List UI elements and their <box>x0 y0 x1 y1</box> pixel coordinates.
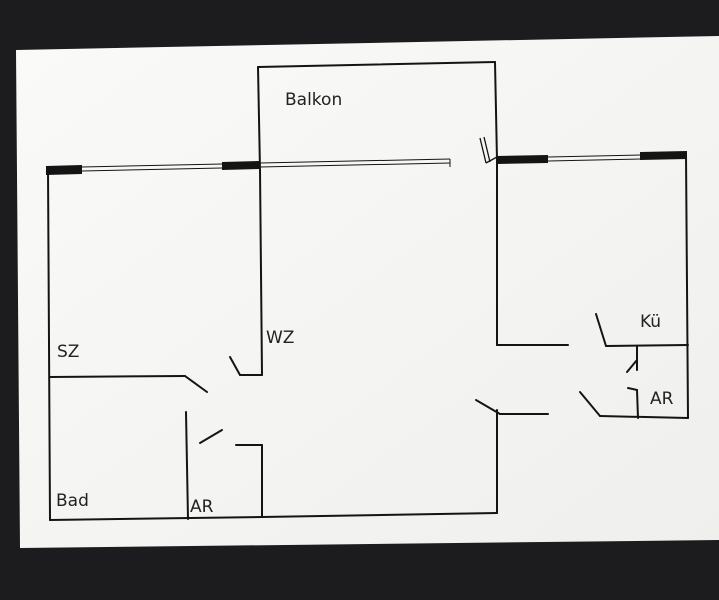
room-label-ar-right: AR <box>650 389 674 409</box>
windows <box>81 154 641 172</box>
room-label-sz: SZ <box>57 342 79 362</box>
balcony-door <box>479 136 498 164</box>
room-label-kue: Kü <box>640 312 661 332</box>
outer-walls <box>47 61 689 521</box>
room-label-bad: Bad <box>56 491 89 511</box>
paper-sheet <box>16 36 719 548</box>
wall-blocks <box>46 151 687 175</box>
interior-walls <box>49 169 689 520</box>
room-label-wz: WZ <box>266 328 294 348</box>
room-label-balkon: Balkon <box>285 90 342 110</box>
room-label-ar-left: AR <box>190 497 214 517</box>
